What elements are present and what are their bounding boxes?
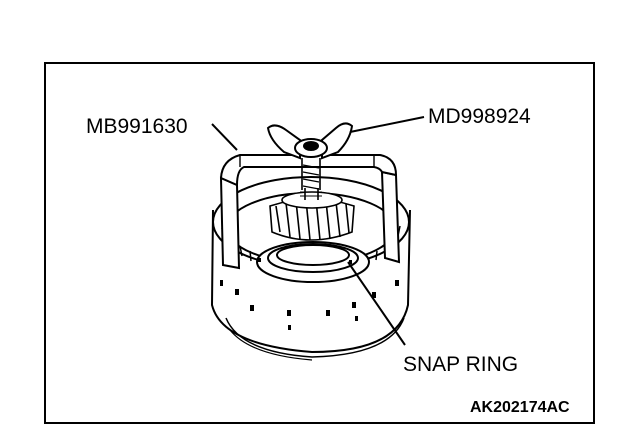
snap-ring-label: SNAP RING bbox=[403, 353, 519, 376]
leader-snap-ring bbox=[347, 261, 406, 346]
figure-frame bbox=[44, 62, 595, 424]
figure-code: AK202174AC bbox=[470, 399, 570, 416]
tool-label-md998924: MD998924 bbox=[428, 105, 531, 128]
special-tool-frame bbox=[219, 154, 401, 270]
leader-right bbox=[349, 116, 425, 133]
helical-gear bbox=[269, 188, 355, 241]
drum-holes bbox=[220, 258, 399, 330]
leader-left bbox=[211, 123, 238, 151]
wing-nut bbox=[266, 122, 354, 190]
leader-lines bbox=[211, 116, 425, 346]
tool-label-mb991630: MB991630 bbox=[86, 115, 188, 138]
